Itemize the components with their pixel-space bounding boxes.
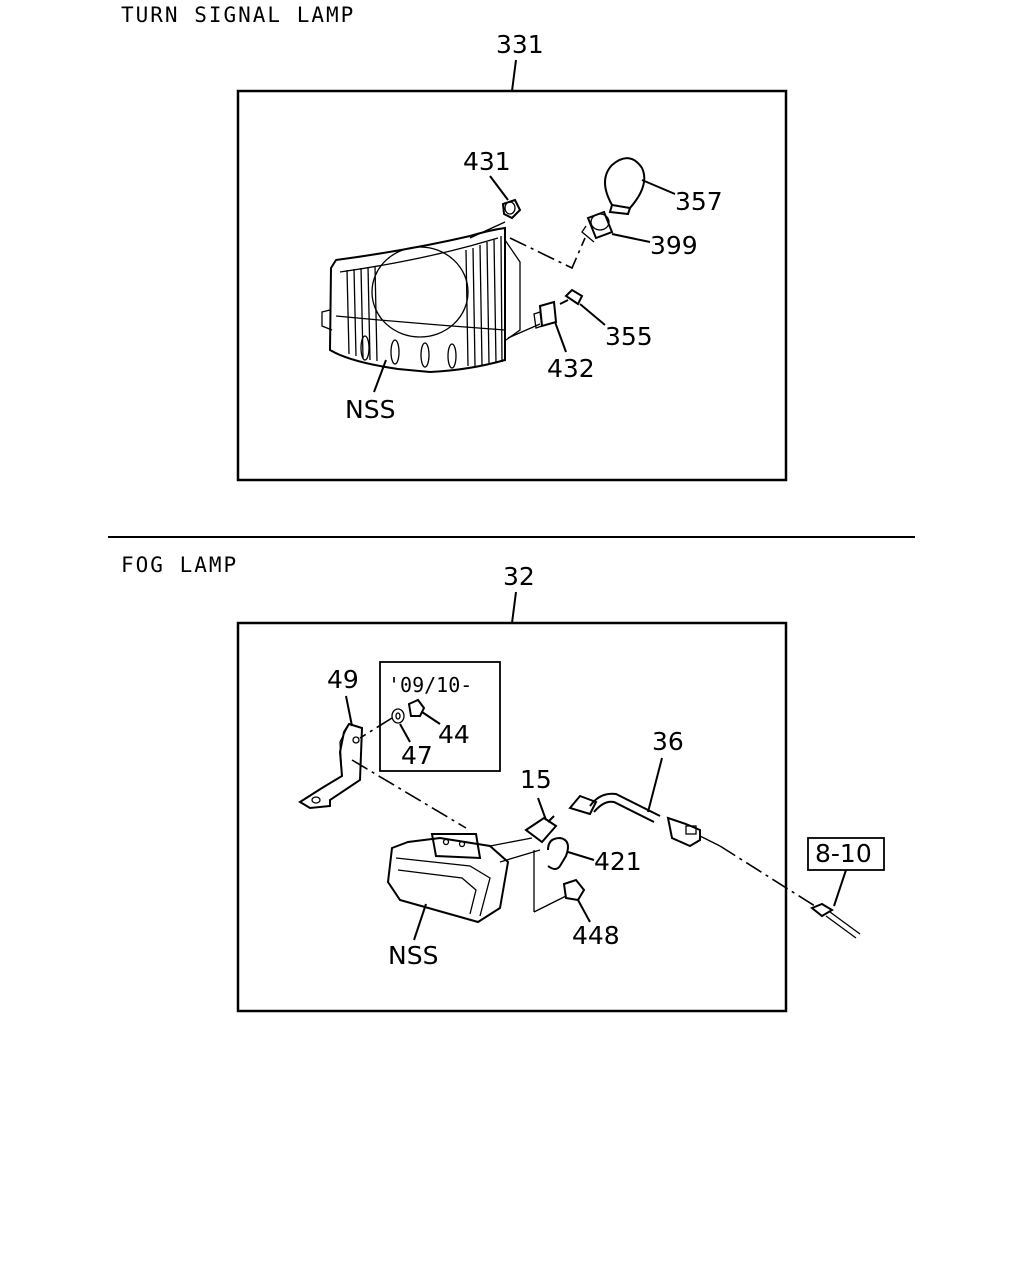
label-nss-turn-signal[interactable]: NSS [345,395,395,424]
fog-lamp-frame [236,621,788,1013]
harness-connection-line [719,845,819,909]
grommet-part-431[interactable] [501,198,522,220]
label-ref-8-10[interactable]: 8-10 [815,839,872,868]
clip-part-421[interactable] [547,836,569,870]
assembly-leader-32 [511,591,517,624]
bulb-part-15[interactable] [524,815,558,844]
nut-part-448[interactable] [562,878,586,902]
leader-49 [345,695,353,727]
fog-lamp-section-title: FOG LAMP [121,553,238,577]
leader-357 [641,179,676,195]
bulb-installation-line [509,237,586,270]
label-355[interactable]: 355 [605,322,653,351]
turn-signal-section-title: TURN SIGNAL LAMP [121,3,355,27]
harness-part-36[interactable] [568,792,721,848]
date-inset-box [379,661,501,772]
turn-signal-assembly-number[interactable]: 331 [496,30,544,59]
leader-44 [421,711,441,725]
leader-nss-fog-lamp [413,903,427,941]
bracket-installation-line [351,759,467,829]
bracket-part-49[interactable] [298,722,364,810]
leader-432-lamp [507,323,541,339]
label-nss-fog-lamp[interactable]: NSS [388,941,438,970]
screw-part-355[interactable] [559,288,584,306]
label-36[interactable]: 36 [652,727,684,756]
date-inset-label: '09/10- [388,673,472,697]
label-431[interactable]: 431 [463,147,511,176]
leader-nss-turn-signal [373,359,387,393]
fog-lamp-housing[interactable] [386,833,541,924]
leader-355 [579,303,606,326]
turn-signal-lamp-housing[interactable] [321,226,521,374]
fog-lamp-assembly-number[interactable]: 32 [503,562,535,591]
leader-431-lamp [469,221,506,239]
ref-connector[interactable] [810,902,861,939]
label-421[interactable]: 421 [594,847,642,876]
leader-36 [647,757,663,813]
leader-421 [567,851,595,861]
clip-part-432[interactable] [533,300,558,329]
socket-part-399[interactable] [581,210,614,243]
leader-432 [554,321,567,353]
bulb-part-357[interactable] [604,157,646,216]
clip-bracket-diagonal [533,895,567,913]
washer-installation-line [359,717,393,739]
nut-part-44[interactable] [407,698,426,717]
leader-15 [537,797,547,821]
label-44[interactable]: 44 [438,720,470,749]
label-399[interactable]: 399 [650,231,698,260]
label-432[interactable]: 432 [547,354,595,383]
leader-431 [489,175,509,201]
assembly-leader-331 [511,59,517,92]
label-15[interactable]: 15 [520,765,552,794]
leader-399 [611,233,651,243]
label-448[interactable]: 448 [572,921,620,950]
leader-448 [577,899,591,923]
washer-part-47[interactable] [391,708,405,724]
label-49[interactable]: 49 [327,665,359,694]
label-357[interactable]: 357 [675,187,723,216]
turn-signal-frame [236,89,788,482]
label-47[interactable]: 47 [401,741,433,770]
leader-8-10 [833,869,847,907]
leader-47 [399,723,411,743]
